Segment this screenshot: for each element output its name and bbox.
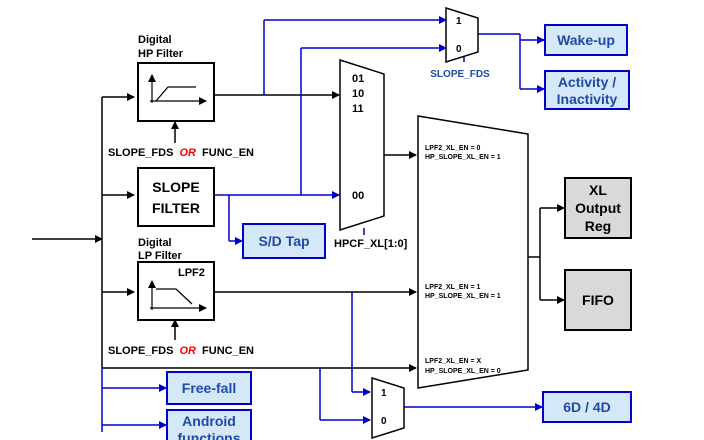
svg-text:Reg: Reg <box>585 218 611 234</box>
orientation-mux: 1 0 <box>371 376 405 440</box>
hpcf-input-10: 10 <box>352 88 364 100</box>
svg-text:functions: functions <box>178 430 241 440</box>
svg-text:LPF2_XL_EN = 1: LPF2_XL_EN = 1 <box>425 284 481 291</box>
highpass-response-icon <box>148 74 207 105</box>
svg-text:LPF2_XL_EN = X: LPF2_XL_EN = X <box>425 358 482 365</box>
slope-filter-label-line2: FILTER <box>152 200 200 216</box>
mux-top-input-1: 1 <box>456 16 462 27</box>
lp-filter-inner-label: LPF2 <box>178 267 205 279</box>
6d-4d-function: 6D / 4D <box>542 391 632 423</box>
hpcf-input-01: 01 <box>352 73 364 85</box>
hp-filter-caption-line1: Digital <box>138 34 172 46</box>
lp-filter-block: Digital LP Filter LPF2 <box>137 237 215 321</box>
svg-text:S/D Tap: S/D Tap <box>258 233 309 249</box>
hp-control-label: SLOPE_FDS OR FUNC_EN <box>108 147 254 159</box>
hpcf-select-label: HPCF_XL[1:0] <box>334 238 408 250</box>
signal-wires <box>32 91 565 372</box>
mux-top-select-label: SLOPE_FDS <box>430 69 490 80</box>
svg-text:Output: Output <box>575 200 621 216</box>
fifo-block: FIFO <box>564 269 632 331</box>
svg-text:HP_SLOPE_XL_EN = 0: HP_SLOPE_XL_EN = 0 <box>425 368 501 375</box>
svg-text:Android: Android <box>182 413 236 429</box>
sd-tap-function: S/D Tap <box>242 223 326 259</box>
hp-filter-block: Digital HP Filter <box>137 34 215 122</box>
embedded-wires <box>101 16 545 432</box>
lowpass-response-icon <box>148 280 207 312</box>
activity-inactivity-function: Activity / Inactivity <box>544 70 630 110</box>
svg-text:Free-fall: Free-fall <box>182 380 236 396</box>
or-keyword: OR <box>179 345 196 357</box>
wake-up-function: Wake-up <box>544 24 628 56</box>
hpcf-input-00: 00 <box>352 190 364 202</box>
mux-bottom-input-1: 1 <box>381 388 387 399</box>
svg-text:FIFO: FIFO <box>582 292 614 308</box>
svg-text:HP_SLOPE_XL_EN = 1: HP_SLOPE_XL_EN = 1 <box>425 154 501 161</box>
hp-filter-caption-line2: HP Filter <box>138 48 184 60</box>
android-functions-function: Android functions <box>166 409 252 440</box>
hp-filter-box <box>137 62 215 122</box>
mux-top-input-0: 0 <box>456 44 462 55</box>
slope-filter-box <box>137 167 215 227</box>
or-keyword: OR <box>179 147 196 159</box>
lp-control-label: SLOPE_FDS OR FUNC_EN <box>108 345 254 357</box>
hpcf-input-11: 11 <box>352 103 364 115</box>
svg-text:LPF2_XL_EN = 0: LPF2_XL_EN = 0 <box>425 145 481 152</box>
output-selector-mux: LPF2_XL_EN = 0 HP_SLOPE_XL_EN = 1 LPF2_X… <box>417 115 529 389</box>
lp-filter-caption-line2: LP Filter <box>138 250 183 262</box>
svg-text:6D / 4D: 6D / 4D <box>563 399 610 415</box>
svg-text:XL: XL <box>589 182 607 198</box>
svg-text:Inactivity: Inactivity <box>557 91 618 107</box>
mux-bottom-input-0: 0 <box>381 416 387 427</box>
lp-filter-caption-line1: Digital <box>138 237 172 249</box>
hpcf-mux: 01 10 11 00 HPCF_XL[1:0] <box>334 58 408 250</box>
svg-text:HP_SLOPE_XL_EN = 1: HP_SLOPE_XL_EN = 1 <box>425 293 501 300</box>
slope-fds-mux: 1 0 SLOPE_FDS <box>430 6 490 80</box>
free-fall-function: Free-fall <box>166 371 252 405</box>
slope-filter-block: SLOPE FILTER <box>137 167 215 227</box>
svg-text:Activity /: Activity / <box>558 74 616 90</box>
slope-filter-label-line1: SLOPE <box>152 179 199 195</box>
svg-text:Wake-up: Wake-up <box>557 32 615 48</box>
xl-output-reg-block: XL Output Reg <box>564 177 632 239</box>
